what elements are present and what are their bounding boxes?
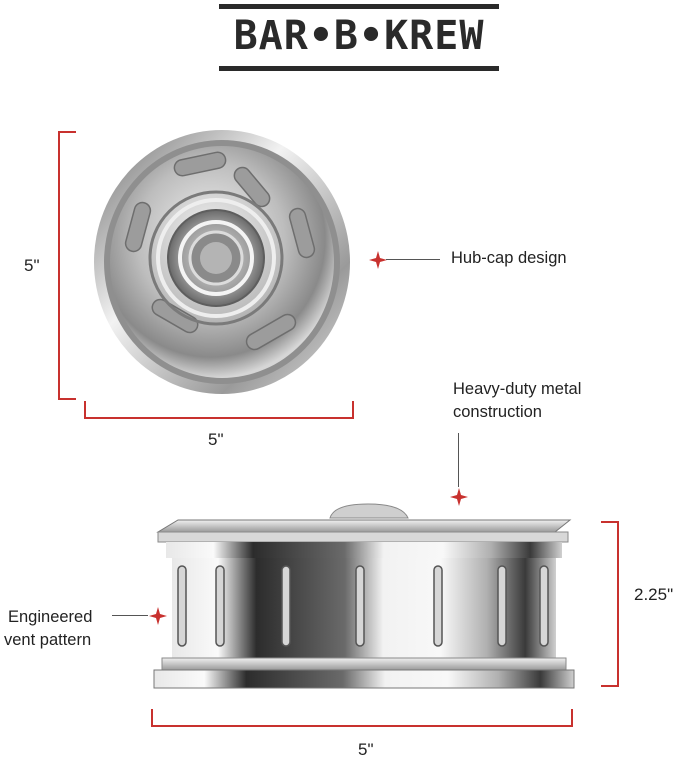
construction-callout-star-icon	[450, 488, 468, 506]
hubcap-callout-text: Hub-cap design	[451, 249, 567, 267]
top-view-height-tick-top	[58, 131, 76, 133]
side-view-height-tick-bottom	[601, 685, 619, 687]
side-view-width-tick-right	[571, 709, 573, 727]
vent-callout-star-icon	[149, 607, 167, 625]
vent-callout-line2: vent pattern	[4, 631, 92, 649]
hubcap-callout-leader	[386, 259, 440, 261]
side-view-height-tick-top	[601, 521, 619, 523]
side-view-height-line	[617, 521, 619, 687]
top-view-height-label: 5"	[24, 256, 40, 275]
top-view-width-label: 5"	[208, 430, 224, 449]
smoker-side-view-image	[153, 503, 575, 689]
vent-callout-line1: Engineered	[8, 608, 93, 626]
logo-top-bar	[219, 4, 499, 9]
hubcap-top-view-image	[94, 130, 350, 394]
logo-bottom-bar	[219, 66, 499, 71]
top-view-width-tick-right	[352, 401, 354, 419]
top-view-height-line	[58, 131, 60, 400]
side-view-width-label: 5"	[358, 740, 374, 759]
side-view-height-label: 2.25"	[634, 585, 674, 604]
brand-logo: BAR•B•KREW	[219, 2, 499, 74]
construction-callout-line1: Heavy-duty metal	[453, 380, 582, 398]
side-view-width-tick-left	[151, 709, 153, 727]
top-view-width-line	[84, 417, 354, 419]
construction-callout-line2: construction	[453, 403, 542, 421]
construction-callout-leader	[458, 433, 460, 487]
hubcap-callout-star-icon	[369, 251, 387, 269]
side-view-width-line	[151, 725, 573, 727]
logo-text: BAR•B•KREW	[233, 13, 485, 59]
top-view-width-tick-left	[84, 401, 86, 419]
vent-callout-leader	[112, 615, 148, 617]
top-view-height-tick-bottom	[58, 398, 76, 400]
